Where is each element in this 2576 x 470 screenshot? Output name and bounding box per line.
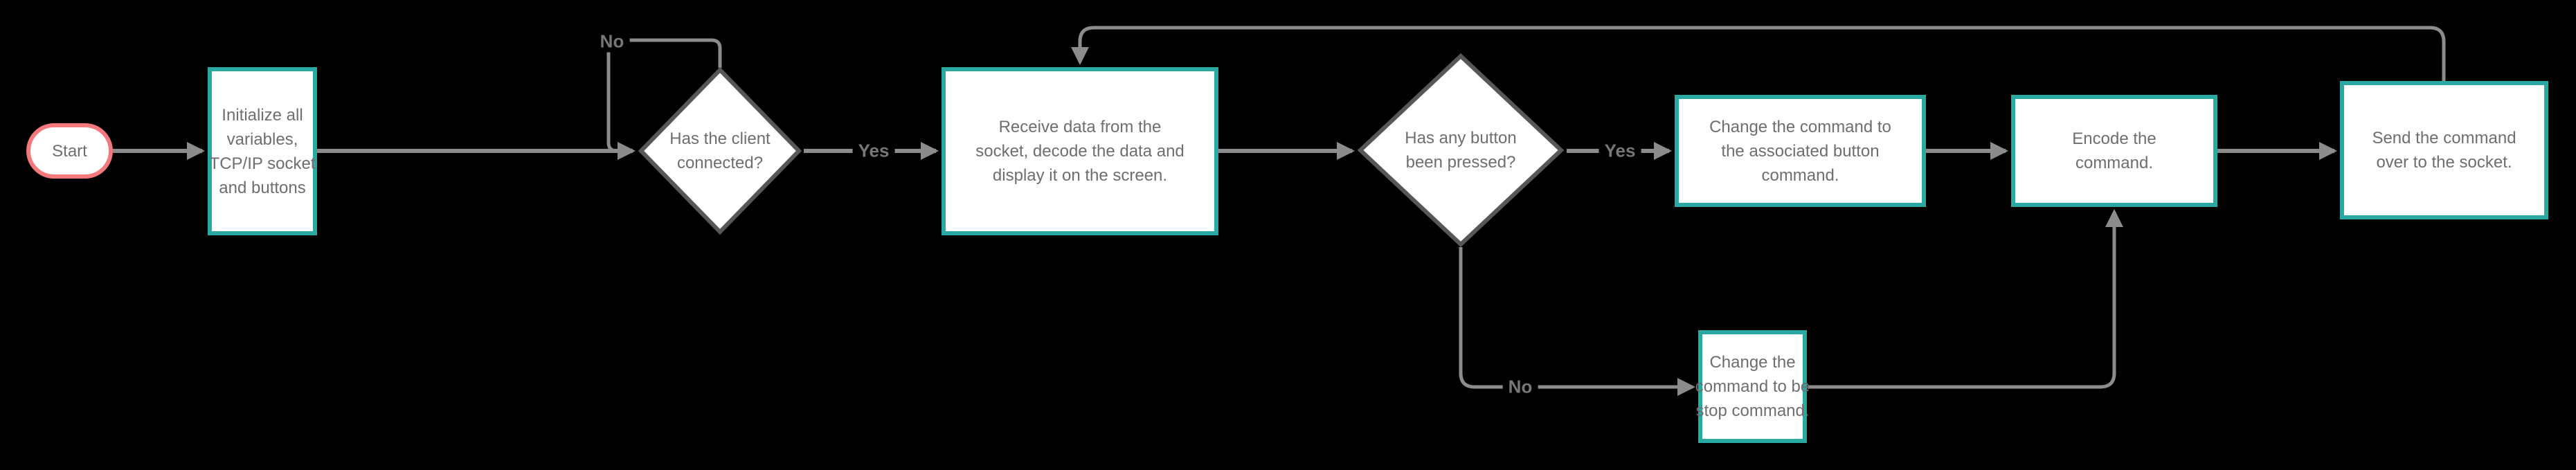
process-stop-command: Change the command to be stop command. bbox=[1695, 330, 1810, 443]
decision-button-pressed-line: been pressed? bbox=[1405, 153, 1516, 172]
decision-client-connected-label: Has the client connected? bbox=[638, 67, 802, 235]
process-initialize-label-line: and buttons bbox=[219, 178, 306, 197]
connector-send-to-receive-feedback bbox=[1071, 26, 2446, 81]
process-stop-command-line: Change the bbox=[1709, 353, 1796, 372]
decision-button-pressed-label: Has any button been pressed? bbox=[1358, 53, 1564, 247]
process-initialize-label-line: Initialize all bbox=[222, 105, 303, 125]
process-stop-command-line: command to be bbox=[1695, 377, 1810, 396]
connector-stop-command-to-encode bbox=[1808, 209, 2123, 389]
process-initialize: Initialize all variables, TCP/IP socket … bbox=[208, 67, 317, 235]
process-send-command: Send the command over to the socket. bbox=[2340, 81, 2548, 219]
process-initialize-label-line: variables, bbox=[226, 129, 298, 149]
process-receive-data: Receive data from the socket, decode the… bbox=[942, 67, 1218, 235]
process-send-command-line: over to the socket. bbox=[2376, 153, 2512, 172]
edge-label-button-yes: Yes bbox=[1598, 140, 1641, 162]
decision-client-connected-line: connected? bbox=[676, 154, 764, 172]
process-encode-command-line: Encode the bbox=[2072, 129, 2156, 148]
decision-button-pressed-shape bbox=[1358, 53, 1564, 247]
decision-client-connected-line: Has the client bbox=[669, 129, 771, 148]
connector-button-decision-no-to-stop-command bbox=[1459, 247, 1695, 396]
edge-label-client-yes: Yes bbox=[852, 140, 895, 162]
decision-client-connected: Has the client connected? bbox=[638, 67, 802, 235]
process-encode-command-line: command. bbox=[2075, 154, 2154, 172]
edge-label-client-no: No bbox=[594, 30, 630, 53]
process-initialize-label-line: TCP/IP socket bbox=[209, 154, 316, 173]
decision-button-pressed: Has any button been pressed? bbox=[1358, 53, 1564, 247]
start-terminator: Start bbox=[26, 123, 113, 179]
process-send-command-line: Send the command bbox=[2372, 129, 2516, 147]
process-change-button-command-line: Change the command to bbox=[1709, 117, 1891, 136]
process-change-button-command-line: the associated button bbox=[1721, 141, 1880, 161]
decision-button-pressed-line: Has any button bbox=[1405, 129, 1517, 147]
process-change-button-command: Change the command to the associated but… bbox=[1675, 95, 1926, 207]
process-receive-data-label-line: display it on the screen. bbox=[992, 166, 1168, 185]
process-receive-data-label-line: Receive data from the bbox=[998, 118, 1162, 136]
process-encode-command: Encode the command. bbox=[2011, 95, 2217, 207]
start-label: Start bbox=[52, 141, 87, 161]
process-receive-data-label-line: socket, decode the data and bbox=[975, 142, 1185, 161]
decision-client-connected-shape bbox=[638, 67, 802, 235]
process-change-button-command-line: command. bbox=[1761, 165, 1839, 185]
process-stop-command-line: stop command. bbox=[1695, 401, 1810, 420]
edge-label-button-no: No bbox=[1502, 376, 1538, 398]
